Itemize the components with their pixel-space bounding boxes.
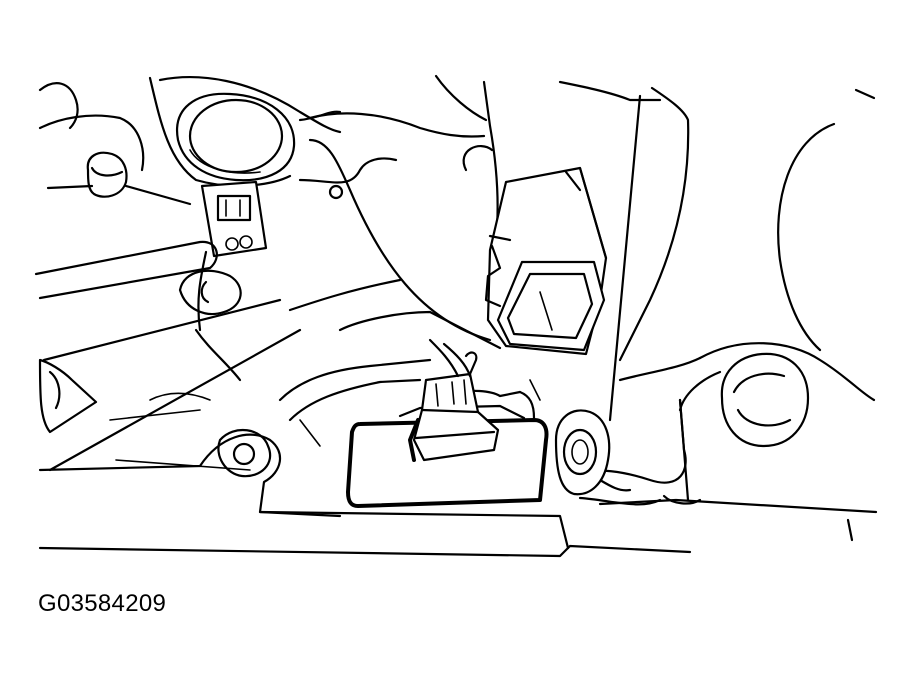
detail-lines bbox=[109, 110, 541, 471]
figure-code-label: G03584209 bbox=[38, 590, 167, 617]
right-engine-body bbox=[618, 122, 876, 505]
engine-block-outline bbox=[38, 74, 876, 422]
small-connector bbox=[197, 180, 268, 332]
bolt-head-left bbox=[46, 151, 192, 206]
bolt-head-right bbox=[678, 352, 810, 448]
tube-rod bbox=[34, 240, 402, 472]
ring-grommet bbox=[554, 409, 611, 496]
round-port bbox=[175, 92, 296, 182]
wire-harness bbox=[278, 338, 472, 422]
mounting-plate bbox=[38, 428, 878, 558]
large-connector bbox=[484, 166, 608, 356]
center-housing bbox=[298, 138, 502, 350]
left-bracket bbox=[38, 269, 242, 434]
sensor-connector-plug bbox=[408, 351, 500, 462]
